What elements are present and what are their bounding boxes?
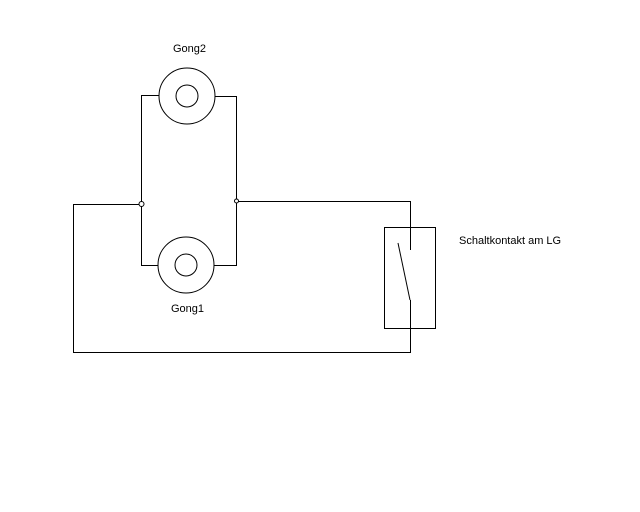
switch-label: Schaltkontakt am LG xyxy=(459,235,562,247)
junction-right xyxy=(234,198,239,204)
gong1-label: Gong1 xyxy=(171,303,205,315)
wire-right-parallel xyxy=(214,96,237,266)
gong1-outer-circle xyxy=(157,236,215,294)
gong1-inner-circle xyxy=(174,253,198,277)
gong2-symbol xyxy=(158,67,216,125)
gong1-symbol xyxy=(157,236,215,294)
wire-return xyxy=(73,204,411,353)
gong2-label: Gong2 xyxy=(173,43,207,55)
wire-supply xyxy=(238,201,411,250)
wires xyxy=(73,95,436,353)
switch-blade xyxy=(397,242,411,301)
gong2-inner-circle xyxy=(175,84,199,108)
wire-left-parallel xyxy=(141,95,159,266)
switch-box xyxy=(384,227,436,329)
gong2-outer-circle xyxy=(158,67,216,125)
junction-left xyxy=(138,201,145,207)
